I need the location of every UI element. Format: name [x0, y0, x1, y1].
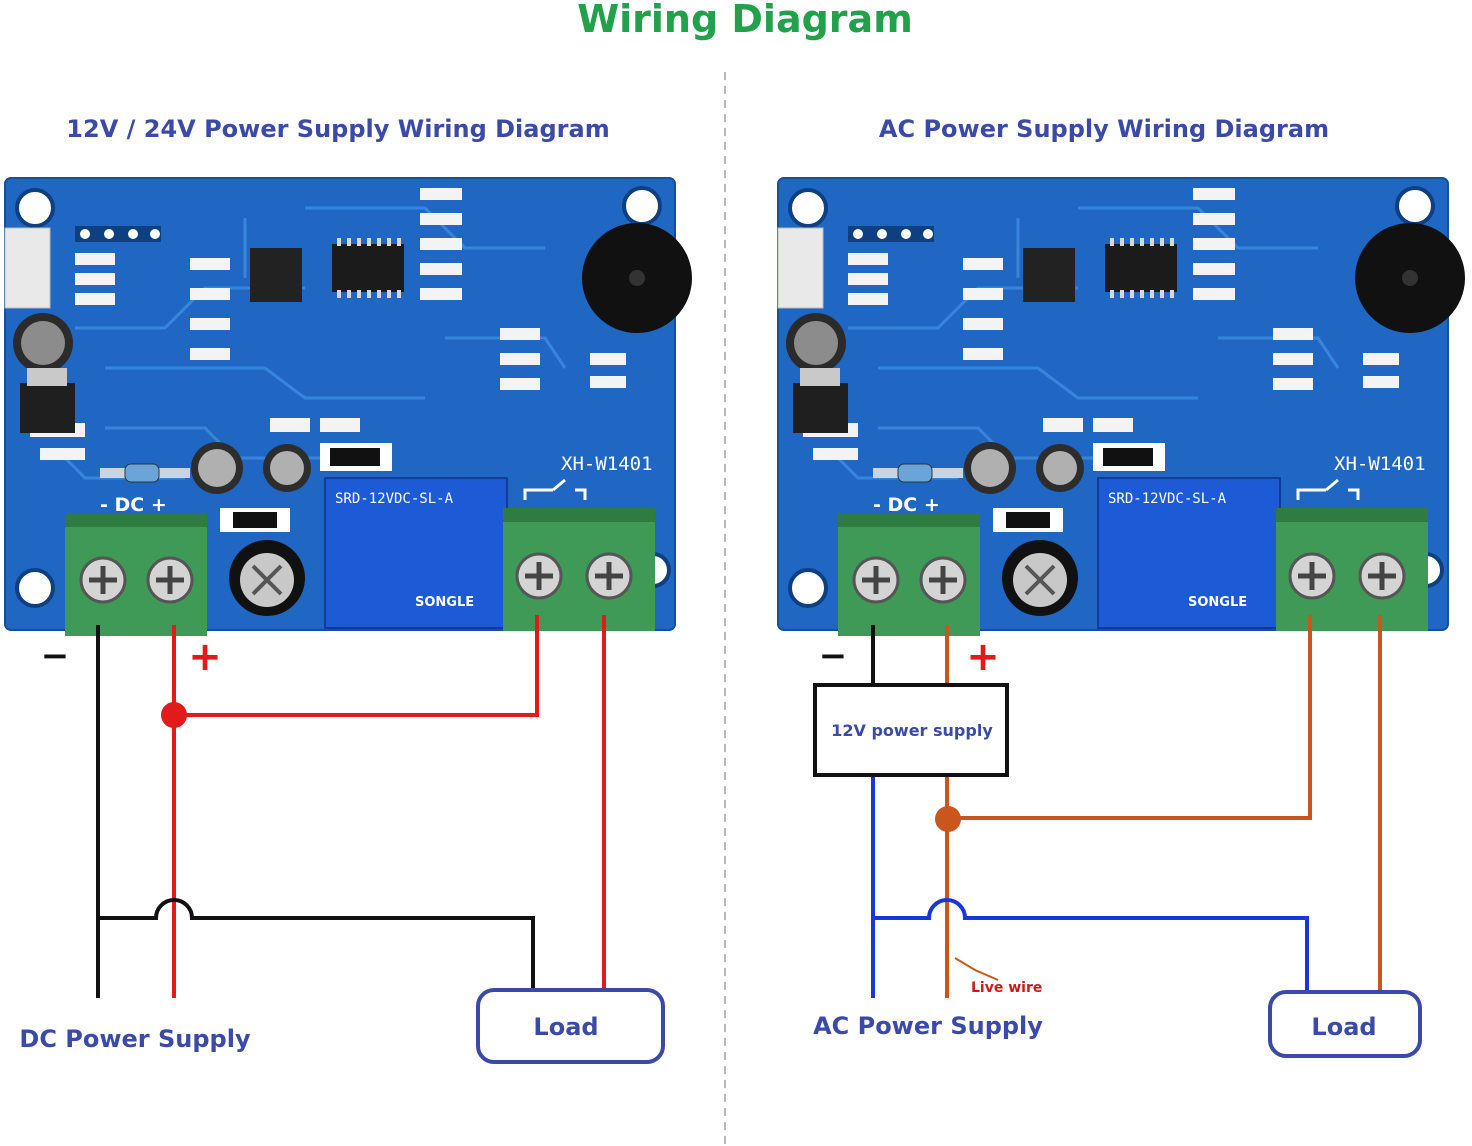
left-plus-label: + — [188, 634, 222, 680]
live-wire-pointer — [954, 957, 999, 981]
left-relay-brand: SONGLE — [415, 595, 474, 610]
left-supply-label: DC Power Supply — [19, 1025, 251, 1053]
right-wires — [871, 615, 1382, 998]
left-junction-dot — [161, 702, 187, 728]
left-minus-label: − — [41, 636, 70, 676]
psu-label: 12V power supply — [831, 721, 993, 740]
left-dc-label: - DC + — [100, 494, 167, 516]
left-relay-com-wire — [174, 615, 539, 717]
right-load-neutral-wire — [873, 898, 1309, 990]
page-title: Wiring Diagram — [577, 0, 913, 41]
left-board: XH-W1401 - DC + SRD-12VDC-SL-A SONGLE — [5, 178, 692, 636]
right-minus-label: − — [819, 636, 848, 676]
right-panel: AC Power Supply Wiring Diagram XH-W1401 … — [778, 115, 1465, 1058]
left-load-box — [476, 988, 665, 1064]
right-board-model: XH-W1401 — [1334, 453, 1426, 475]
right-load-label: Load — [1311, 1013, 1376, 1041]
psu-box — [813, 683, 1009, 777]
live-wire-label: Live wire — [971, 980, 1042, 996]
right-relay-com-wire — [947, 615, 1312, 820]
right-relay-label: SRD-12VDC-SL-A — [1108, 491, 1227, 507]
left-relay-label: SRD-12VDC-SL-A — [335, 491, 454, 507]
right-supply-label: AC Power Supply — [813, 1012, 1043, 1040]
left-wires — [96, 615, 606, 998]
right-dc-label: - DC + — [873, 494, 940, 516]
left-load-label: Load — [533, 1013, 598, 1041]
right-junction-dot — [935, 806, 961, 832]
right-plus-label: + — [966, 634, 1000, 680]
left-load-return-wire — [98, 898, 535, 990]
right-relay-brand: SONGLE — [1188, 595, 1247, 610]
left-heading: 12V / 24V Power Supply Wiring Diagram — [66, 115, 609, 143]
right-board: XH-W1401 - DC + SRD-12VDC-SL-A SONGLE — [778, 178, 1465, 636]
right-load-box — [1268, 990, 1422, 1058]
right-heading: AC Power Supply Wiring Diagram — [879, 115, 1329, 143]
left-board-model: XH-W1401 — [561, 453, 653, 475]
left-panel: 12V / 24V Power Supply Wiring Diagram XH… — [5, 115, 692, 1064]
